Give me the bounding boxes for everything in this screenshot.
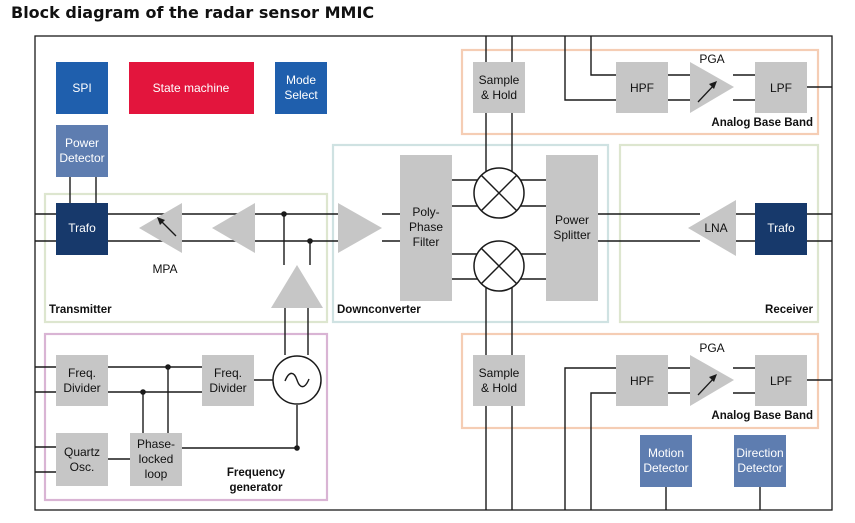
direction-detector-block (734, 435, 786, 487)
chip-outline (34, 35, 833, 511)
hpf-bottom-label: HPF (630, 374, 654, 388)
mode-select-label-2: Select (284, 88, 318, 102)
freq-divider-2-label-2: Divider (209, 381, 246, 395)
downconverter-region (331, 143, 610, 324)
vco-oscillator (272, 355, 322, 405)
polyphase-label-2: Phase (409, 220, 443, 234)
pga-top-arrow-head (709, 81, 717, 89)
motion-detector-label-2: Detector (643, 461, 688, 475)
power-splitter-label-1: Power (555, 213, 589, 227)
mixer-top (473, 167, 525, 219)
motion-detector-block (640, 435, 692, 487)
trafo-tx-block (56, 203, 108, 255)
abb-bottom-region (460, 332, 820, 430)
polyphase-label-3: Filter (413, 235, 440, 249)
pga-bottom-arrow-head (709, 374, 717, 382)
sample-hold-bottom-label-1: Sample (479, 366, 520, 380)
mpa-arrow-head (157, 217, 165, 225)
freq-gen-label-1: Frequency (227, 467, 286, 479)
pga-top-label: PGA (699, 52, 724, 66)
trafo-rx-label: Trafo (767, 221, 795, 235)
pll-label-1: Phase- (137, 437, 175, 451)
diagram-title: Block diagram of the radar sensor MMIC (11, 3, 375, 22)
freq-divider-2-label-1: Freq. (214, 366, 242, 380)
lpf-top-label: LPF (770, 81, 792, 95)
receiver-region (618, 143, 820, 324)
receiver-label: Receiver (765, 304, 813, 316)
power-detector-label-2: Detector (59, 151, 104, 165)
sample-hold-top-label-1: Sample (479, 73, 520, 87)
lpf-bottom-block (755, 355, 807, 406)
mode-select-label-1: Mode (286, 73, 316, 87)
state-machine-block (129, 62, 254, 114)
quartz-osc-label-1: Quartz (64, 445, 100, 459)
trafo-tx-label: Trafo (68, 221, 96, 235)
power-detector-block (56, 125, 108, 177)
pll-label-2: locked (139, 452, 174, 466)
power-detector-label-1: Power (65, 136, 99, 150)
hpf-top-block (616, 62, 668, 113)
lna-amplifier (688, 200, 736, 256)
transmitter-region (43, 192, 329, 324)
power-splitter-block (546, 155, 598, 301)
mixer-bottom (473, 240, 525, 292)
lna-label: LNA (704, 221, 727, 235)
transmitter-label: Transmitter (49, 304, 112, 316)
pga-bottom-label: PGA (699, 341, 724, 355)
junction-dots (140, 211, 313, 451)
abb-top-region (460, 48, 820, 136)
spi-block (56, 62, 108, 114)
direction-detector-label-2: Detector (737, 461, 782, 475)
polyphase-label-1: Poly- (412, 205, 439, 219)
freq-divider-1-label-1: Freq. (68, 366, 96, 380)
direction-detector-label-1: Direction (736, 446, 783, 460)
lo-buffer-amplifier (338, 203, 382, 253)
quartz-osc-label-2: Osc. (70, 460, 95, 474)
quartz-osc-block (56, 433, 108, 486)
motion-detector-label-1: Motion (648, 446, 684, 460)
downconverter-label: Downconverter (337, 304, 421, 316)
freq-divider-1-block (56, 355, 108, 406)
freq-divider-1-label-2: Divider (63, 381, 100, 395)
power-splitter-label-2: Splitter (553, 228, 590, 242)
hpf-top-label: HPF (630, 81, 654, 95)
sine-wave-icon (284, 372, 310, 388)
freq-gen-label-2: generator (229, 482, 283, 494)
pll-block (130, 433, 182, 486)
mpa-amplifier (139, 203, 182, 253)
hpf-bottom-block (616, 355, 668, 406)
sample-hold-top-label-2: & Hold (481, 88, 517, 102)
freq-gen-region (43, 332, 329, 502)
sample-hold-top-block (473, 62, 525, 113)
mode-select-block (275, 62, 327, 114)
tx-buffer-amplifier (212, 203, 255, 253)
trafo-rx-block (755, 203, 807, 255)
pll-label-3: loop (145, 467, 168, 481)
lpf-top-block (755, 62, 807, 113)
lpf-bottom-label: LPF (770, 374, 792, 388)
abb-bottom-label: Analog Base Band (711, 410, 813, 422)
sample-hold-bottom-block (473, 355, 525, 406)
mpa-label: MPA (152, 262, 177, 276)
osc-buffer-amplifier (271, 265, 323, 308)
spi-label: SPI (72, 81, 91, 95)
state-machine-label: State machine (153, 81, 230, 95)
polyphase-filter-block (400, 155, 452, 301)
abb-top-label: Analog Base Band (711, 117, 813, 129)
freq-divider-2-block (202, 355, 254, 406)
sample-hold-bottom-label-2: & Hold (481, 381, 517, 395)
